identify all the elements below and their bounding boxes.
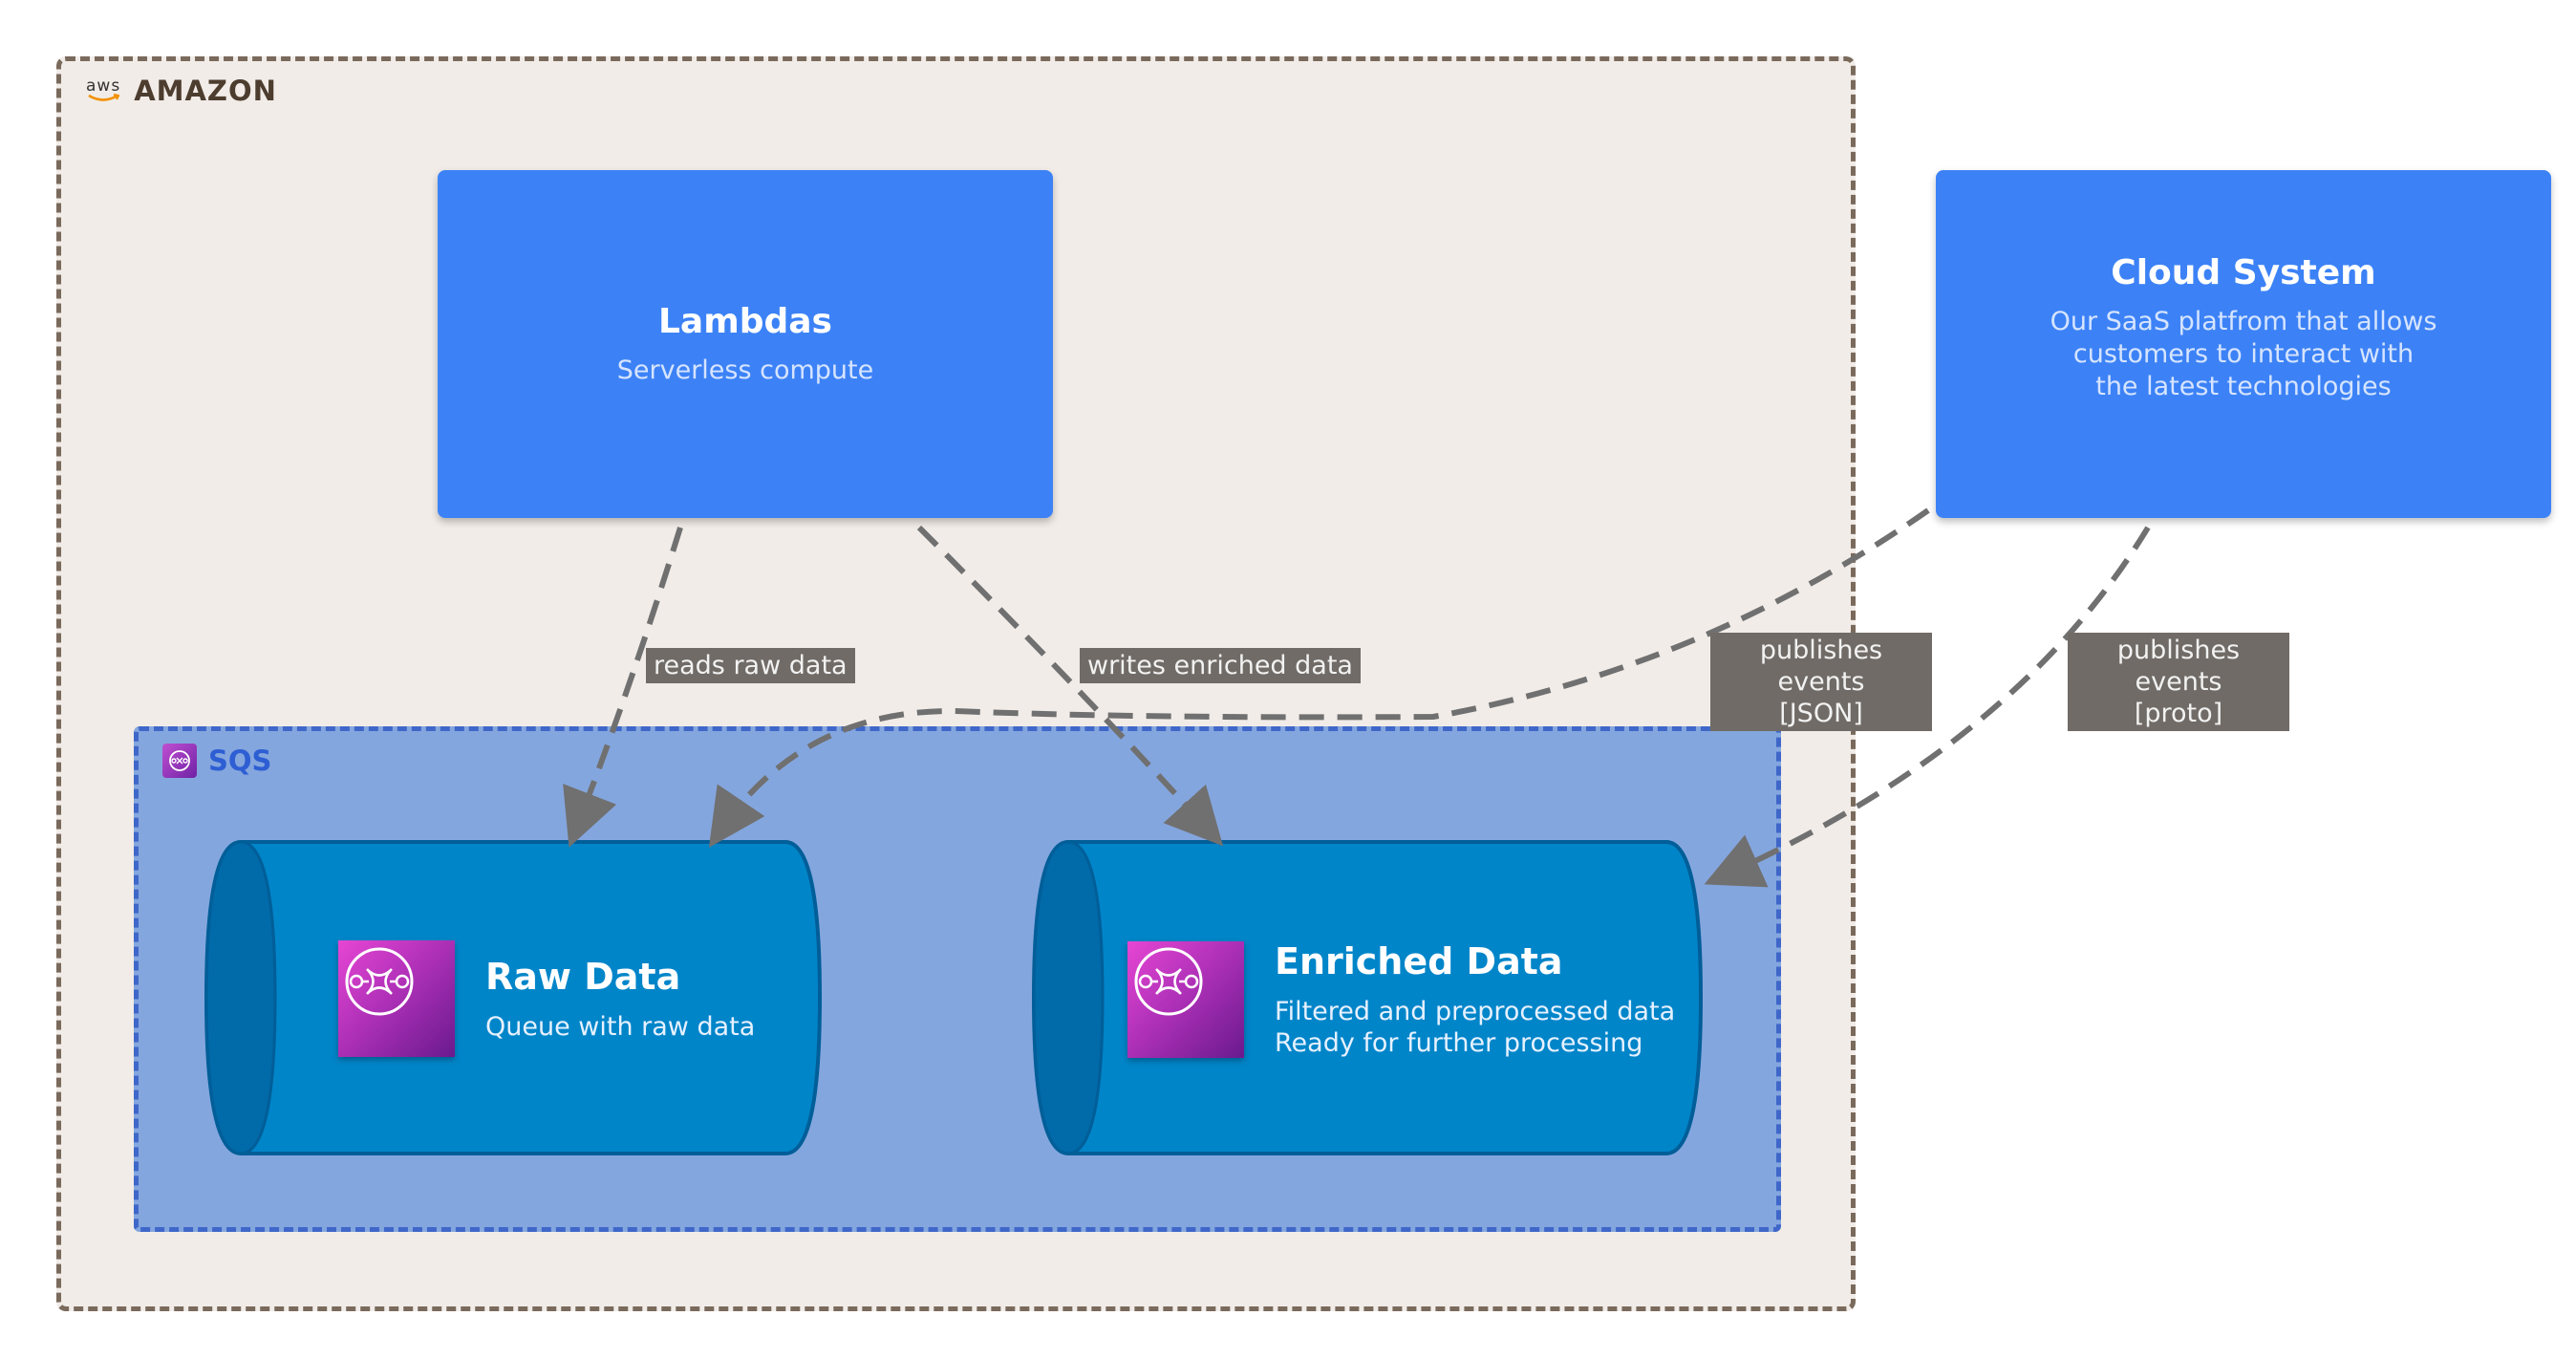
lambdas-title: Lambdas: [657, 301, 832, 341]
enriched-data-description: Filtered and preprocessed data Ready for…: [1275, 997, 1676, 1058]
sqs-group-label: SQS: [162, 744, 271, 778]
sqs-queue-icon: [338, 940, 455, 1057]
edge-label-publishes-proto: publishes events [proto]: [2068, 633, 2289, 731]
raw-data-description: Queue with raw data: [485, 1011, 756, 1042]
lambdas-description: Serverless compute: [616, 355, 874, 385]
aws-logo-icon: aws: [86, 78, 120, 103]
amazon-group-label: aws AMAZON: [86, 75, 277, 107]
lambdas-node[interactable]: Lambdas Serverless compute: [438, 170, 1053, 518]
edge-publishes-json: [708, 507, 1930, 848]
edge-writes-enriched-data: [916, 525, 1224, 847]
sqs-queue-icon: [1127, 941, 1244, 1058]
raw-data-cylinder: [204, 840, 823, 1155]
cloud-system-description: Our SaaS platfrom that allows customers …: [2050, 306, 2437, 401]
edge-label-reads: reads raw data: [646, 648, 855, 683]
edge-label-writes: writes enriched data: [1080, 648, 1361, 683]
raw-data-title: Raw Data: [485, 955, 681, 998]
cloud-system-node[interactable]: Cloud System Our SaaS platfrom that allo…: [1936, 170, 2551, 518]
edge-publishes-proto: [1704, 526, 2151, 888]
enriched-data-cylinder: [1031, 840, 1704, 1155]
enriched-data-title: Enriched Data: [1275, 940, 1563, 982]
sqs-icon: [162, 744, 197, 778]
raw-data-queue[interactable]: Raw Data Queue with raw data: [203, 837, 824, 1164]
cloud-system-title: Cloud System: [2111, 252, 2376, 292]
sqs-group-title: SQS: [208, 744, 272, 777]
edge-label-publishes-json: publishes events [JSON]: [1710, 633, 1932, 731]
edge-reads-raw-data: [563, 527, 683, 848]
amazon-group-title: AMAZON: [134, 75, 277, 107]
enriched-data-queue[interactable]: Enriched Data Filtered and preprocessed …: [1030, 837, 1705, 1164]
